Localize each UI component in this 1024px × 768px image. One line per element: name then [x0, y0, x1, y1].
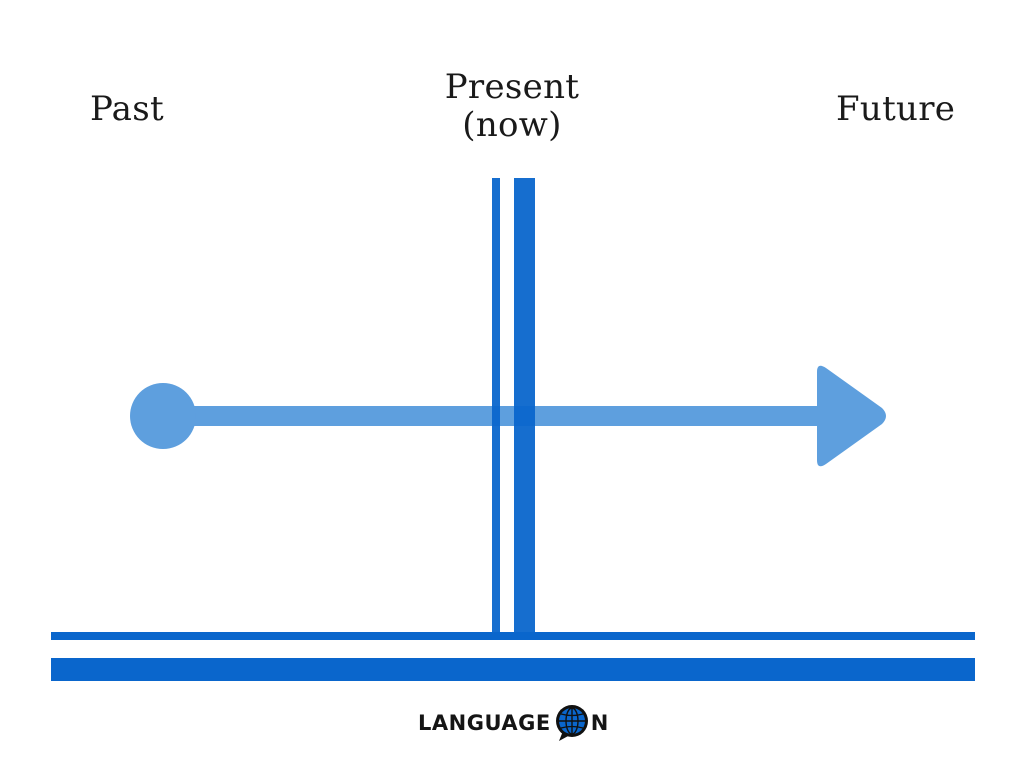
past-label: Past [90, 89, 164, 129]
brand-logo: LANGUAGE N [418, 703, 609, 743]
future-label: Future [836, 89, 956, 129]
baseline-thick [51, 658, 975, 681]
present-marker [492, 178, 535, 634]
arrow-start-dot [130, 383, 196, 449]
baseline-thin [51, 632, 975, 640]
present-line-thick [514, 178, 535, 634]
timeline-arrow [130, 365, 886, 467]
present-label-line1: Present [444, 67, 580, 107]
present-label-line2: (now) [462, 105, 562, 145]
globe-speech-bubble-icon [554, 704, 590, 742]
present-line-thin [492, 178, 500, 634]
present-label: Present (now) [432, 68, 592, 144]
baseline [51, 632, 975, 681]
brand-text-after: N [590, 711, 609, 735]
arrow-head [817, 365, 886, 467]
brand-text-before: LANGUAGE [418, 711, 551, 735]
